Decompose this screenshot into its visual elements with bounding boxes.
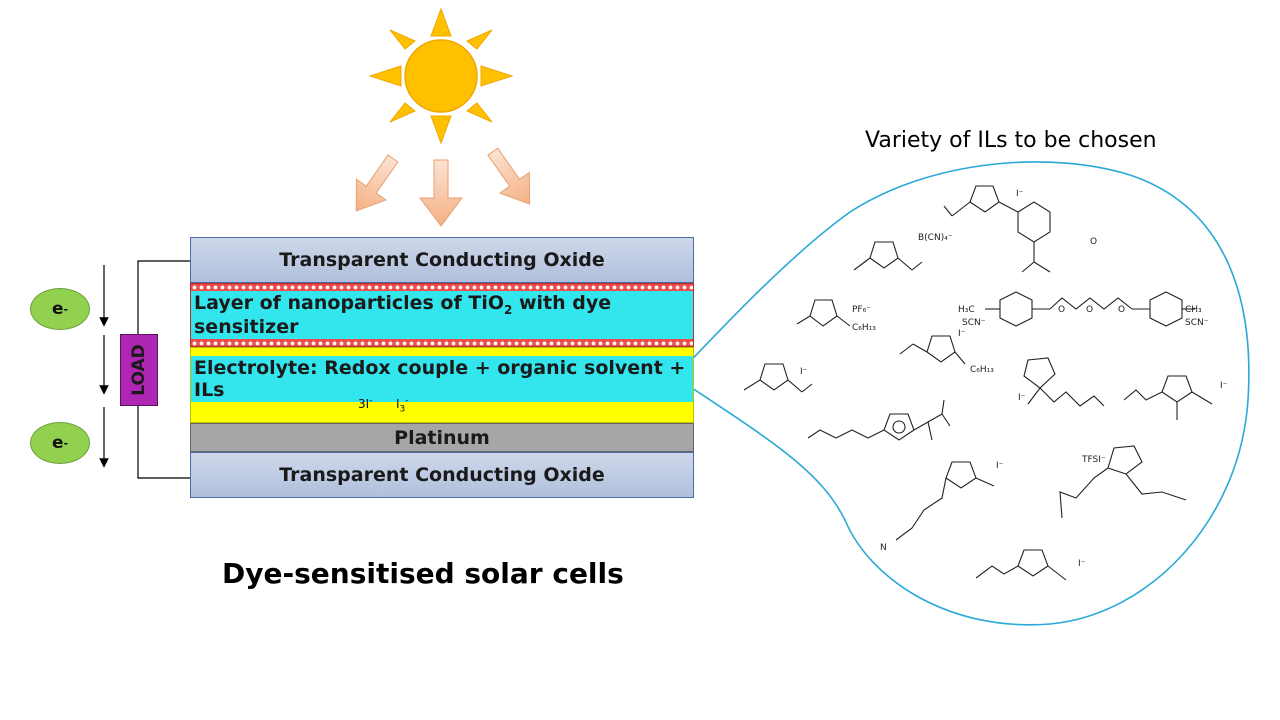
molecule-hexylmethylimidazolium-pf6	[796, 299, 851, 327]
light-arrows	[355, 147, 531, 227]
pf6-label: PF₆⁻	[852, 305, 871, 315]
molecule-ethylmethylimidazolium-iodide	[743, 363, 813, 393]
light-arrow-center	[419, 159, 463, 227]
ch3-label: CH₃	[1185, 305, 1202, 315]
molecule-butylmethylpyrrolidinium-iodide	[1023, 357, 1105, 407]
molecule-pyrazolium-tfsi	[1059, 445, 1187, 519]
redox-iodide-label: 3I-	[358, 396, 373, 411]
tfsi-label: TFSI⁻	[1081, 455, 1106, 465]
il-molecules	[743, 185, 1213, 581]
tio2-label: Layer of nanoparticles of TiO2 with dye …	[191, 290, 693, 340]
electron-bottom: e-	[30, 422, 90, 464]
c6h13-label-a: C₆H₁₃	[852, 323, 876, 333]
oxygen-label: O	[1058, 305, 1065, 315]
light-arrow-right	[487, 147, 531, 205]
c6h13-label-b: C₆H₁₃	[970, 365, 994, 375]
iodide-label: I⁻	[958, 329, 966, 339]
scn-label-right: SCN⁻	[1185, 318, 1209, 328]
circuit-wires	[137, 260, 190, 479]
molecule-acetylphenyl-imidazolium-iodide	[943, 185, 1051, 273]
load-resistor: LOAD	[120, 334, 158, 406]
sun-icon	[368, 7, 514, 145]
bcn4-label: B(CN)₄⁻	[918, 233, 953, 243]
molecule-butyl-methylbutyl-imidazolium	[807, 399, 951, 441]
molecule-bis-pyridinium-ether-scn	[985, 291, 1195, 327]
redox-triiodide-label: I3-	[396, 396, 409, 415]
oxygen-label: O	[1090, 237, 1097, 247]
scn-label-left: SCN⁻	[962, 318, 986, 328]
electrolyte-layer: Electrolyte: Redox couple + organic solv…	[190, 347, 694, 423]
il-callout-bubble	[679, 161, 1250, 626]
molecule-allylmethylimidazolium-iodide	[975, 549, 1067, 581]
methyl-label: H₃C	[958, 305, 975, 315]
tio2-layer: Layer of nanoparticles of TiO2 with dye …	[190, 283, 694, 347]
oxygen-label: O	[1118, 305, 1125, 315]
il-labels: I⁻ O B(CN)₄⁻ PF₆⁻ C₆H₁₃ I⁻ C₆H₁₃ H₃C SCN…	[800, 189, 1228, 569]
iodide-label: I⁻	[1078, 559, 1086, 569]
oxygen-label: O	[1086, 305, 1093, 315]
tco-top-label: Transparent Conducting Oxide	[279, 249, 605, 271]
iodide-label: I⁻	[1016, 189, 1024, 199]
iodide-label: I⁻	[800, 367, 808, 377]
iodide-label: I⁻	[996, 461, 1004, 471]
diagram-caption: Dye-sensitised solar cells	[222, 557, 624, 590]
tco-bottom-label: Transparent Conducting Oxide	[279, 464, 605, 486]
tco-bottom-layer: Transparent Conducting Oxide	[190, 452, 694, 498]
molecule-vinylhexylimidazolium-iodide	[899, 335, 966, 365]
platinum-layer: Platinum	[190, 423, 694, 452]
electron-top: e-	[30, 288, 90, 330]
platinum-label: Platinum	[394, 426, 490, 449]
nitrogen-label: N	[880, 543, 887, 553]
load-label: LOAD	[129, 344, 149, 396]
molecule-cyanoethylimidazolium-iodide	[895, 461, 995, 541]
molecule-ethylmethylimidazolium-bcn4	[853, 241, 923, 271]
electrolyte-label: Electrolyte: Redox couple + organic solv…	[191, 356, 693, 402]
molecule-propyldimethylimidazolium-iodide	[1123, 375, 1213, 420]
light-arrow-left	[355, 154, 399, 212]
iodide-label: I⁻	[1220, 381, 1228, 391]
il-panel-title: Variety of ILs to be chosen	[865, 128, 1157, 153]
tco-top-layer: Transparent Conducting Oxide	[190, 237, 694, 283]
iodide-label: I⁻	[1018, 393, 1026, 403]
